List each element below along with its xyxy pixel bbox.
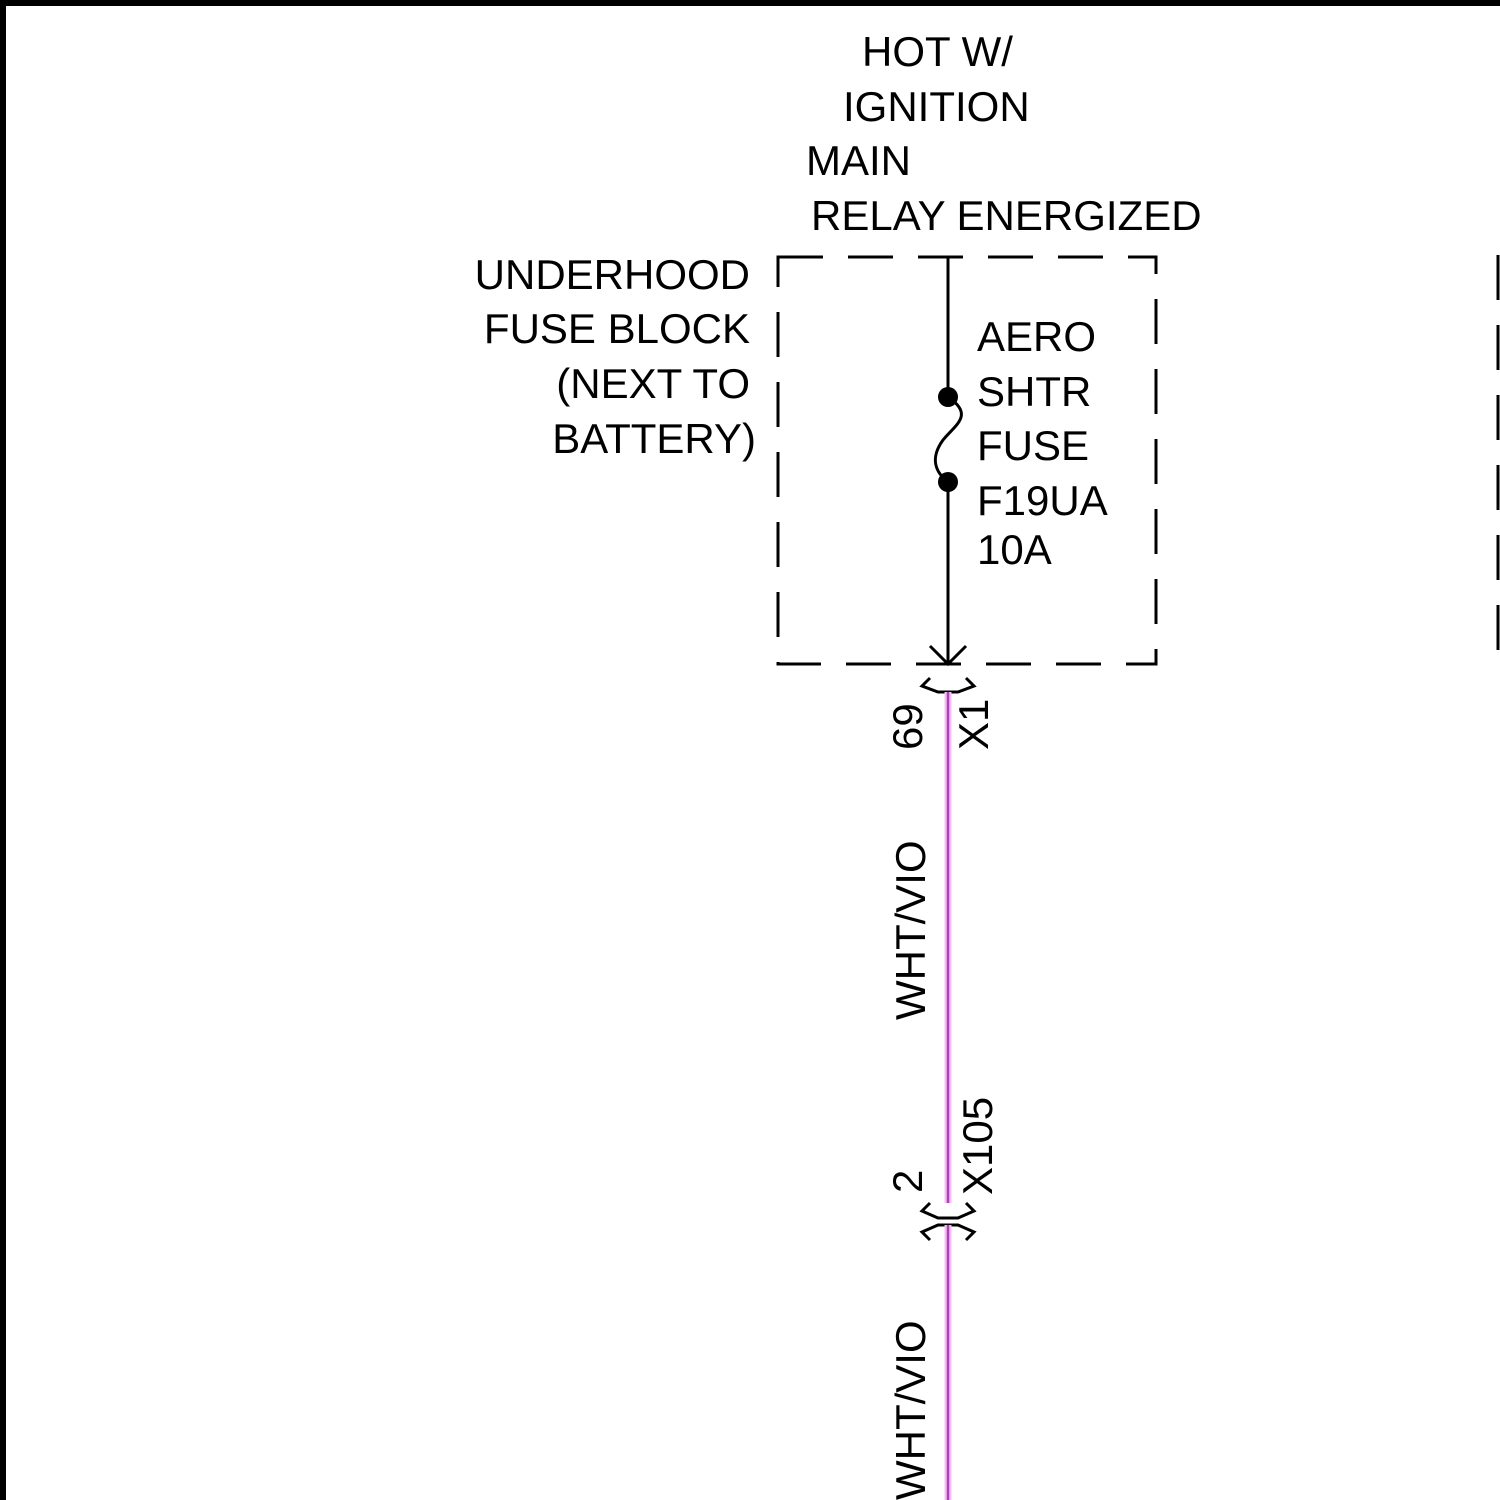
power-source-line-4: RELAY ENERGIZED (811, 192, 1202, 239)
connector-x1-name: X1 (950, 699, 997, 750)
fuse-block-line-4: BATTERY) (552, 415, 756, 462)
fuse-block-line-2: FUSE BLOCK (484, 305, 750, 352)
connector-x1-pin: 69 (884, 703, 931, 750)
fuse-label: AERO SHTR FUSE F19UA 10A (977, 313, 1108, 573)
fuse-line-1: AERO (977, 313, 1096, 360)
connector-x105-name: X105 (954, 1097, 1001, 1195)
power-source-line-1: HOT W/ (862, 28, 1013, 75)
power-source-label: HOT W/ IGNITION MAIN RELAY ENERGIZED (806, 28, 1202, 239)
fuse-line-2: SHTR (977, 368, 1091, 415)
power-source-line-2: IGNITION (843, 83, 1030, 130)
power-source-line-3: MAIN (806, 137, 911, 184)
fuse-line-5: 10A (977, 526, 1052, 573)
fuse-line-3: FUSE (977, 422, 1089, 469)
connector-x1-contact (922, 678, 974, 692)
fuse-line-4: F19UA (977, 477, 1108, 524)
fuse-block-line-1: UNDERHOOD (475, 251, 750, 298)
connector-x105-contact-upper (922, 1203, 974, 1218)
connector-x105-pin: 2 (884, 1170, 931, 1193)
fuse-block-line-3: (NEXT TO (556, 360, 750, 407)
wire-segment-2-color: WHT/VIO (887, 1320, 934, 1500)
wire-segment-1-color: WHT/VIO (887, 840, 934, 1020)
fuse-block-outline (778, 257, 1156, 664)
fuse-symbol (935, 397, 961, 482)
fuse-block-label: UNDERHOOD FUSE BLOCK (NEXT TO BATTERY) (475, 251, 756, 462)
